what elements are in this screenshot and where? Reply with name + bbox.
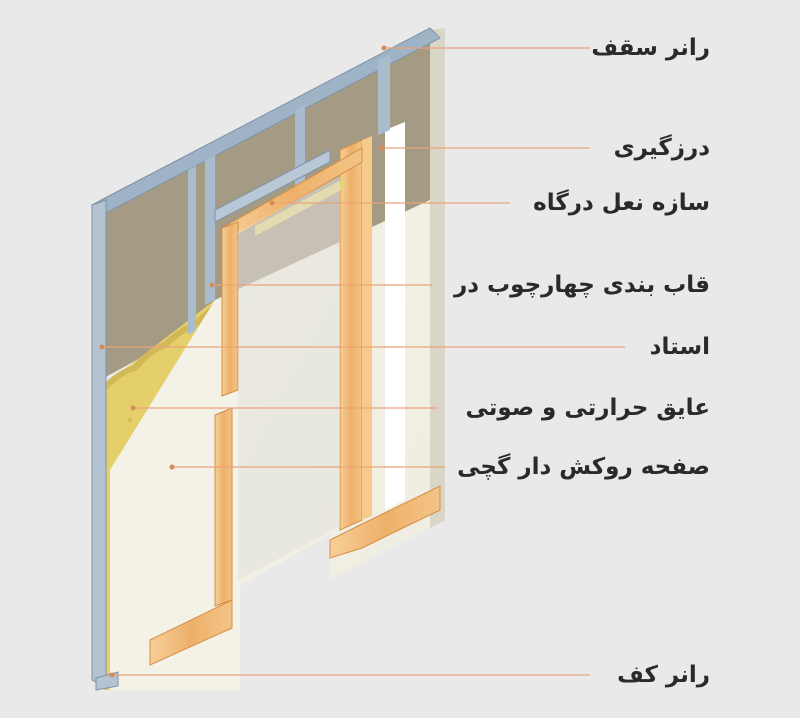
door-jamb-right bbox=[339, 139, 363, 531]
left-stud bbox=[91, 199, 107, 689]
stud-right bbox=[378, 55, 390, 135]
door-jamb-left bbox=[221, 221, 239, 397]
door-opening bbox=[238, 176, 340, 580]
label-insulation: عایق حرارتی و صوتی bbox=[465, 395, 711, 421]
door-foot-right bbox=[329, 485, 441, 559]
label-top-runner: رانر سقف bbox=[591, 35, 710, 61]
label-joint-tape: درزگیری bbox=[613, 135, 710, 161]
label-stud: استاد bbox=[649, 334, 710, 360]
stud-2 bbox=[205, 155, 215, 305]
door-jamb-right-face bbox=[362, 136, 372, 520]
label-floor-runner: رانر کف bbox=[617, 662, 710, 688]
door-frame bbox=[149, 136, 441, 666]
header-stud bbox=[214, 149, 331, 223]
stud-1 bbox=[188, 166, 196, 335]
leader-lines bbox=[102, 47, 625, 676]
board-side-edge bbox=[430, 28, 445, 528]
insulation-edge bbox=[101, 299, 224, 391]
label-gypsum-board: صفحه روکش دار گچی bbox=[457, 454, 710, 480]
label-door-lintel: سازه نعل درگاه bbox=[533, 190, 710, 216]
label-door-frame: قاب بندی چهارچوب در bbox=[453, 272, 710, 298]
joint-tape-strip bbox=[385, 122, 405, 510]
leader-dots bbox=[99, 45, 387, 678]
door-foot-left bbox=[149, 599, 233, 666]
door-jamb-left-lower bbox=[214, 407, 233, 607]
gypsum-board-lower bbox=[110, 300, 240, 690]
